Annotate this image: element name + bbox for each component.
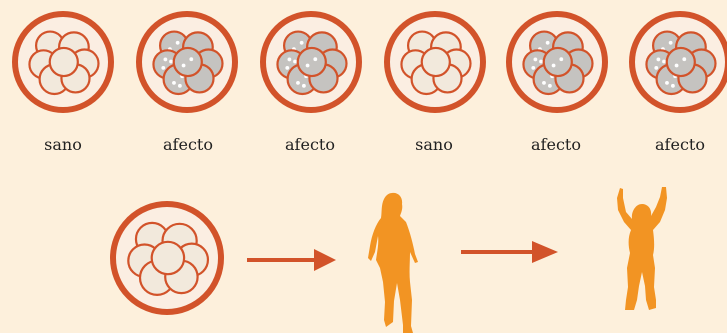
mutation-dot [306, 64, 310, 68]
embryo-4 [387, 14, 483, 110]
mutation-dot [296, 81, 300, 85]
mutation-dot [285, 66, 289, 70]
arrow-right-icon [247, 249, 336, 271]
mutation-dot [542, 81, 546, 85]
mutation-dot [287, 58, 291, 62]
mutation-dot [300, 41, 304, 45]
mutation-dot [662, 60, 666, 64]
mutation-dot [533, 58, 537, 62]
mutation-dot [546, 41, 550, 45]
mutation-dot [161, 66, 165, 70]
mutation-dot [671, 84, 675, 88]
mutation-dot [654, 66, 658, 70]
embryo-cell [174, 48, 202, 76]
embryo-cell [298, 48, 326, 76]
progression-row [113, 204, 221, 312]
embryo-5 [509, 14, 605, 110]
embryo-cell [152, 242, 184, 274]
mutation-dot [178, 84, 182, 88]
embryo-1 [15, 14, 111, 110]
embryo-label-6: afecto [655, 135, 705, 154]
mutation-dot [293, 60, 297, 64]
mutation-dot [552, 64, 556, 68]
embryo-3 [263, 14, 359, 110]
mutation-dot [559, 57, 563, 61]
mutation-dot [539, 60, 543, 64]
arrow-right-icon [461, 241, 558, 263]
embryo-labels: sano afecto afecto sano afecto afecto [44, 135, 705, 154]
mutation-dot [669, 41, 673, 45]
mutation-dot [665, 81, 669, 85]
mutation-dot [182, 64, 186, 68]
mutation-dot [172, 81, 176, 85]
embryo-row [15, 14, 727, 110]
woman-silhouette-icon [368, 193, 418, 333]
mutation-dot [163, 58, 167, 62]
embryo-label-1: sano [44, 135, 82, 154]
embryo-label-5: afecto [531, 135, 581, 154]
mutation-dot [189, 57, 193, 61]
child-silhouette-icon [617, 187, 667, 310]
mutation-dot [531, 66, 535, 70]
mutation-dot [176, 41, 180, 45]
embryo-2 [139, 14, 235, 110]
embryo-6 [632, 14, 727, 110]
mutation-dot [313, 57, 317, 61]
embryo-label-3: afecto [285, 135, 335, 154]
mutation-dot [302, 84, 306, 88]
embryo-cell [544, 48, 572, 76]
embryo-selected [113, 204, 221, 312]
mutation-dot [169, 60, 173, 64]
mutation-dot [675, 64, 679, 68]
embryo-label-2: afecto [163, 135, 213, 154]
mutation-dot [656, 58, 660, 62]
mutation-dot [548, 84, 552, 88]
mutation-dot [682, 57, 686, 61]
embryo-cell [50, 48, 78, 76]
embryo-label-4: sano [415, 135, 453, 154]
embryo-cell [667, 48, 695, 76]
embryo-cell [422, 48, 450, 76]
